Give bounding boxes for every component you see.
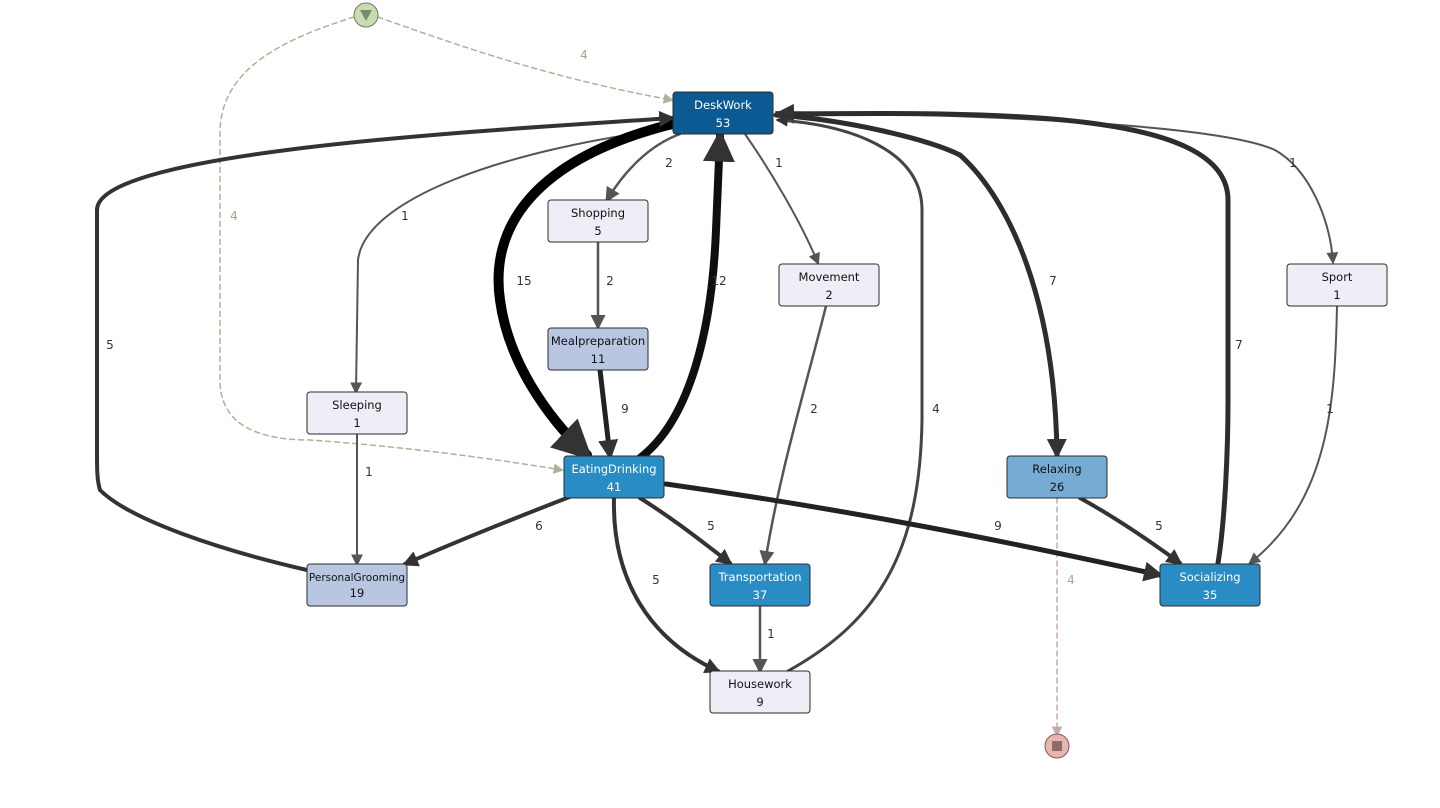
node-socializing[interactable]: Socializing 35 <box>1159 563 1261 607</box>
node-deskwork-count: 53 <box>716 116 731 130</box>
edge-eatingdrinking-personalgrooming <box>402 494 574 567</box>
node-sleeping-count: 1 <box>353 416 360 430</box>
node-sport-count: 1 <box>1333 288 1340 302</box>
node-sleeping[interactable]: Sleeping 1 <box>306 391 408 435</box>
node-housework-count: 9 <box>756 695 763 709</box>
node-transportation-count: 37 <box>753 588 768 602</box>
edge-label-deskwork-eatingdrinking: 15 <box>516 274 531 288</box>
node-transportation-name: Transportation <box>717 570 801 584</box>
edge-housework-deskwork <box>775 114 924 673</box>
edge-eatingdrinking-deskwork <box>636 129 735 462</box>
node-shopping[interactable]: Shopping 5 <box>547 199 649 243</box>
node-eatingdrinking-name: EatingDrinking <box>571 462 656 476</box>
edge-label-deskwork-shopping: 2 <box>665 156 673 170</box>
node-sport-name: Sport <box>1322 270 1353 284</box>
node-sleeping-name: Sleeping <box>332 398 382 412</box>
edge-personalgrooming-deskwork <box>95 110 676 572</box>
node-eatingdrinking-count: 41 <box>607 480 622 494</box>
edge-label-sleeping-personalgrooming: 1 <box>365 465 373 479</box>
edge-label-personalgrooming-deskwork: 5 <box>106 338 114 352</box>
edge-label-deskwork-sport: 1 <box>1289 156 1297 170</box>
node-personalgrooming-name: PersonalGrooming <box>309 572 405 584</box>
edge-deskwork-relaxing <box>773 112 1067 459</box>
edge-mealpreparation-eatingdrinking <box>597 367 619 460</box>
edge-deskwork-eatingdrinking <box>493 119 677 461</box>
edge-label-relaxing-socializing: 5 <box>1155 519 1163 533</box>
edge-label-deskwork-movement: 1 <box>775 156 783 170</box>
edge-label-start-deskwork: 4 <box>580 48 588 62</box>
edge-label-eatingdrinking-socializing: 9 <box>994 519 1002 533</box>
edge-movement-transportation <box>759 304 828 566</box>
edge-deskwork-sport <box>775 111 1339 265</box>
edge-label-start-eatingdrinking: 4 <box>230 209 238 223</box>
edge-relaxing-socializing <box>1078 496 1183 565</box>
node-transportation[interactable]: Transportation 37 <box>709 563 811 607</box>
node-movement-name: Movement <box>799 270 860 284</box>
end-node[interactable] <box>1044 733 1070 759</box>
edge-label-movement-transportation: 2 <box>810 402 818 416</box>
node-deskwork[interactable]: DeskWork 53 <box>672 91 774 135</box>
edge-label-eatingdrinking-deskwork: 12 <box>711 274 726 288</box>
edge-label-mealpreparation-eatingdrinking: 9 <box>621 402 629 416</box>
edge-label-relaxing-end: 4 <box>1067 573 1075 587</box>
node-personalgrooming-count: 19 <box>350 586 365 600</box>
edge-label-eatingdrinking-transportation: 5 <box>707 519 715 533</box>
node-socializing-name: Socializing <box>1179 570 1240 584</box>
node-housework[interactable]: Housework 9 <box>709 670 811 714</box>
node-shopping-count: 5 <box>594 224 601 238</box>
edge-label-socializing-deskwork: 7 <box>1235 338 1243 352</box>
node-mealpreparation-count: 11 <box>591 352 606 366</box>
node-movement[interactable]: Movement 2 <box>778 263 880 307</box>
edge-start-eatingdrinking <box>219 16 565 474</box>
node-shopping-name: Shopping <box>571 206 625 220</box>
edge-label-deskwork-relaxing: 7 <box>1049 274 1057 288</box>
edge-label-sport-socializing: 1 <box>1326 402 1334 416</box>
edge-deskwork-shopping <box>605 132 682 203</box>
node-movement-count: 2 <box>825 288 832 302</box>
node-relaxing-name: Relaxing <box>1032 462 1081 476</box>
node-mealpreparation-name: Mealpreparation <box>551 334 645 348</box>
node-deskwork-name: DeskWork <box>694 98 752 112</box>
edge-label-eatingdrinking-personalgrooming: 6 <box>535 519 543 533</box>
node-relaxing-count: 26 <box>1050 480 1065 494</box>
edge-eatingdrinking-socializing <box>663 481 1164 582</box>
edge-eatingdrinking-transportation <box>638 496 733 565</box>
edge-label-deskwork-sleeping: 1 <box>401 209 409 223</box>
node-mealpreparation[interactable]: Mealpreparation 11 <box>547 327 649 371</box>
edge-start-deskwork <box>377 16 675 104</box>
edge-label-shopping-mealpreparation: 2 <box>606 274 614 288</box>
node-socializing-count: 35 <box>1203 588 1218 602</box>
edge-label-eatingdrinking-housework: 5 <box>652 573 660 587</box>
edge-deskwork-movement <box>744 133 820 266</box>
edge-sport-socializing <box>1248 305 1338 565</box>
node-personalgrooming[interactable]: PersonalGrooming 19 <box>306 563 408 607</box>
node-relaxing[interactable]: Relaxing 26 <box>1006 455 1108 499</box>
edge-deskwork-sleeping <box>350 127 676 395</box>
edge-label-transportation-housework: 1 <box>767 627 775 641</box>
node-eatingdrinking[interactable]: EatingDrinking 41 <box>563 455 665 499</box>
start-node[interactable] <box>353 2 379 28</box>
edge-eatingdrinking-housework <box>611 496 721 673</box>
triangle-down-icon <box>360 10 372 21</box>
edge-socializing-deskwork <box>774 103 1231 566</box>
square-stop-icon <box>1052 741 1062 751</box>
node-housework-name: Housework <box>728 677 792 691</box>
node-sport[interactable]: Sport 1 <box>1286 263 1388 307</box>
edge-label-housework-deskwork: 4 <box>932 402 940 416</box>
